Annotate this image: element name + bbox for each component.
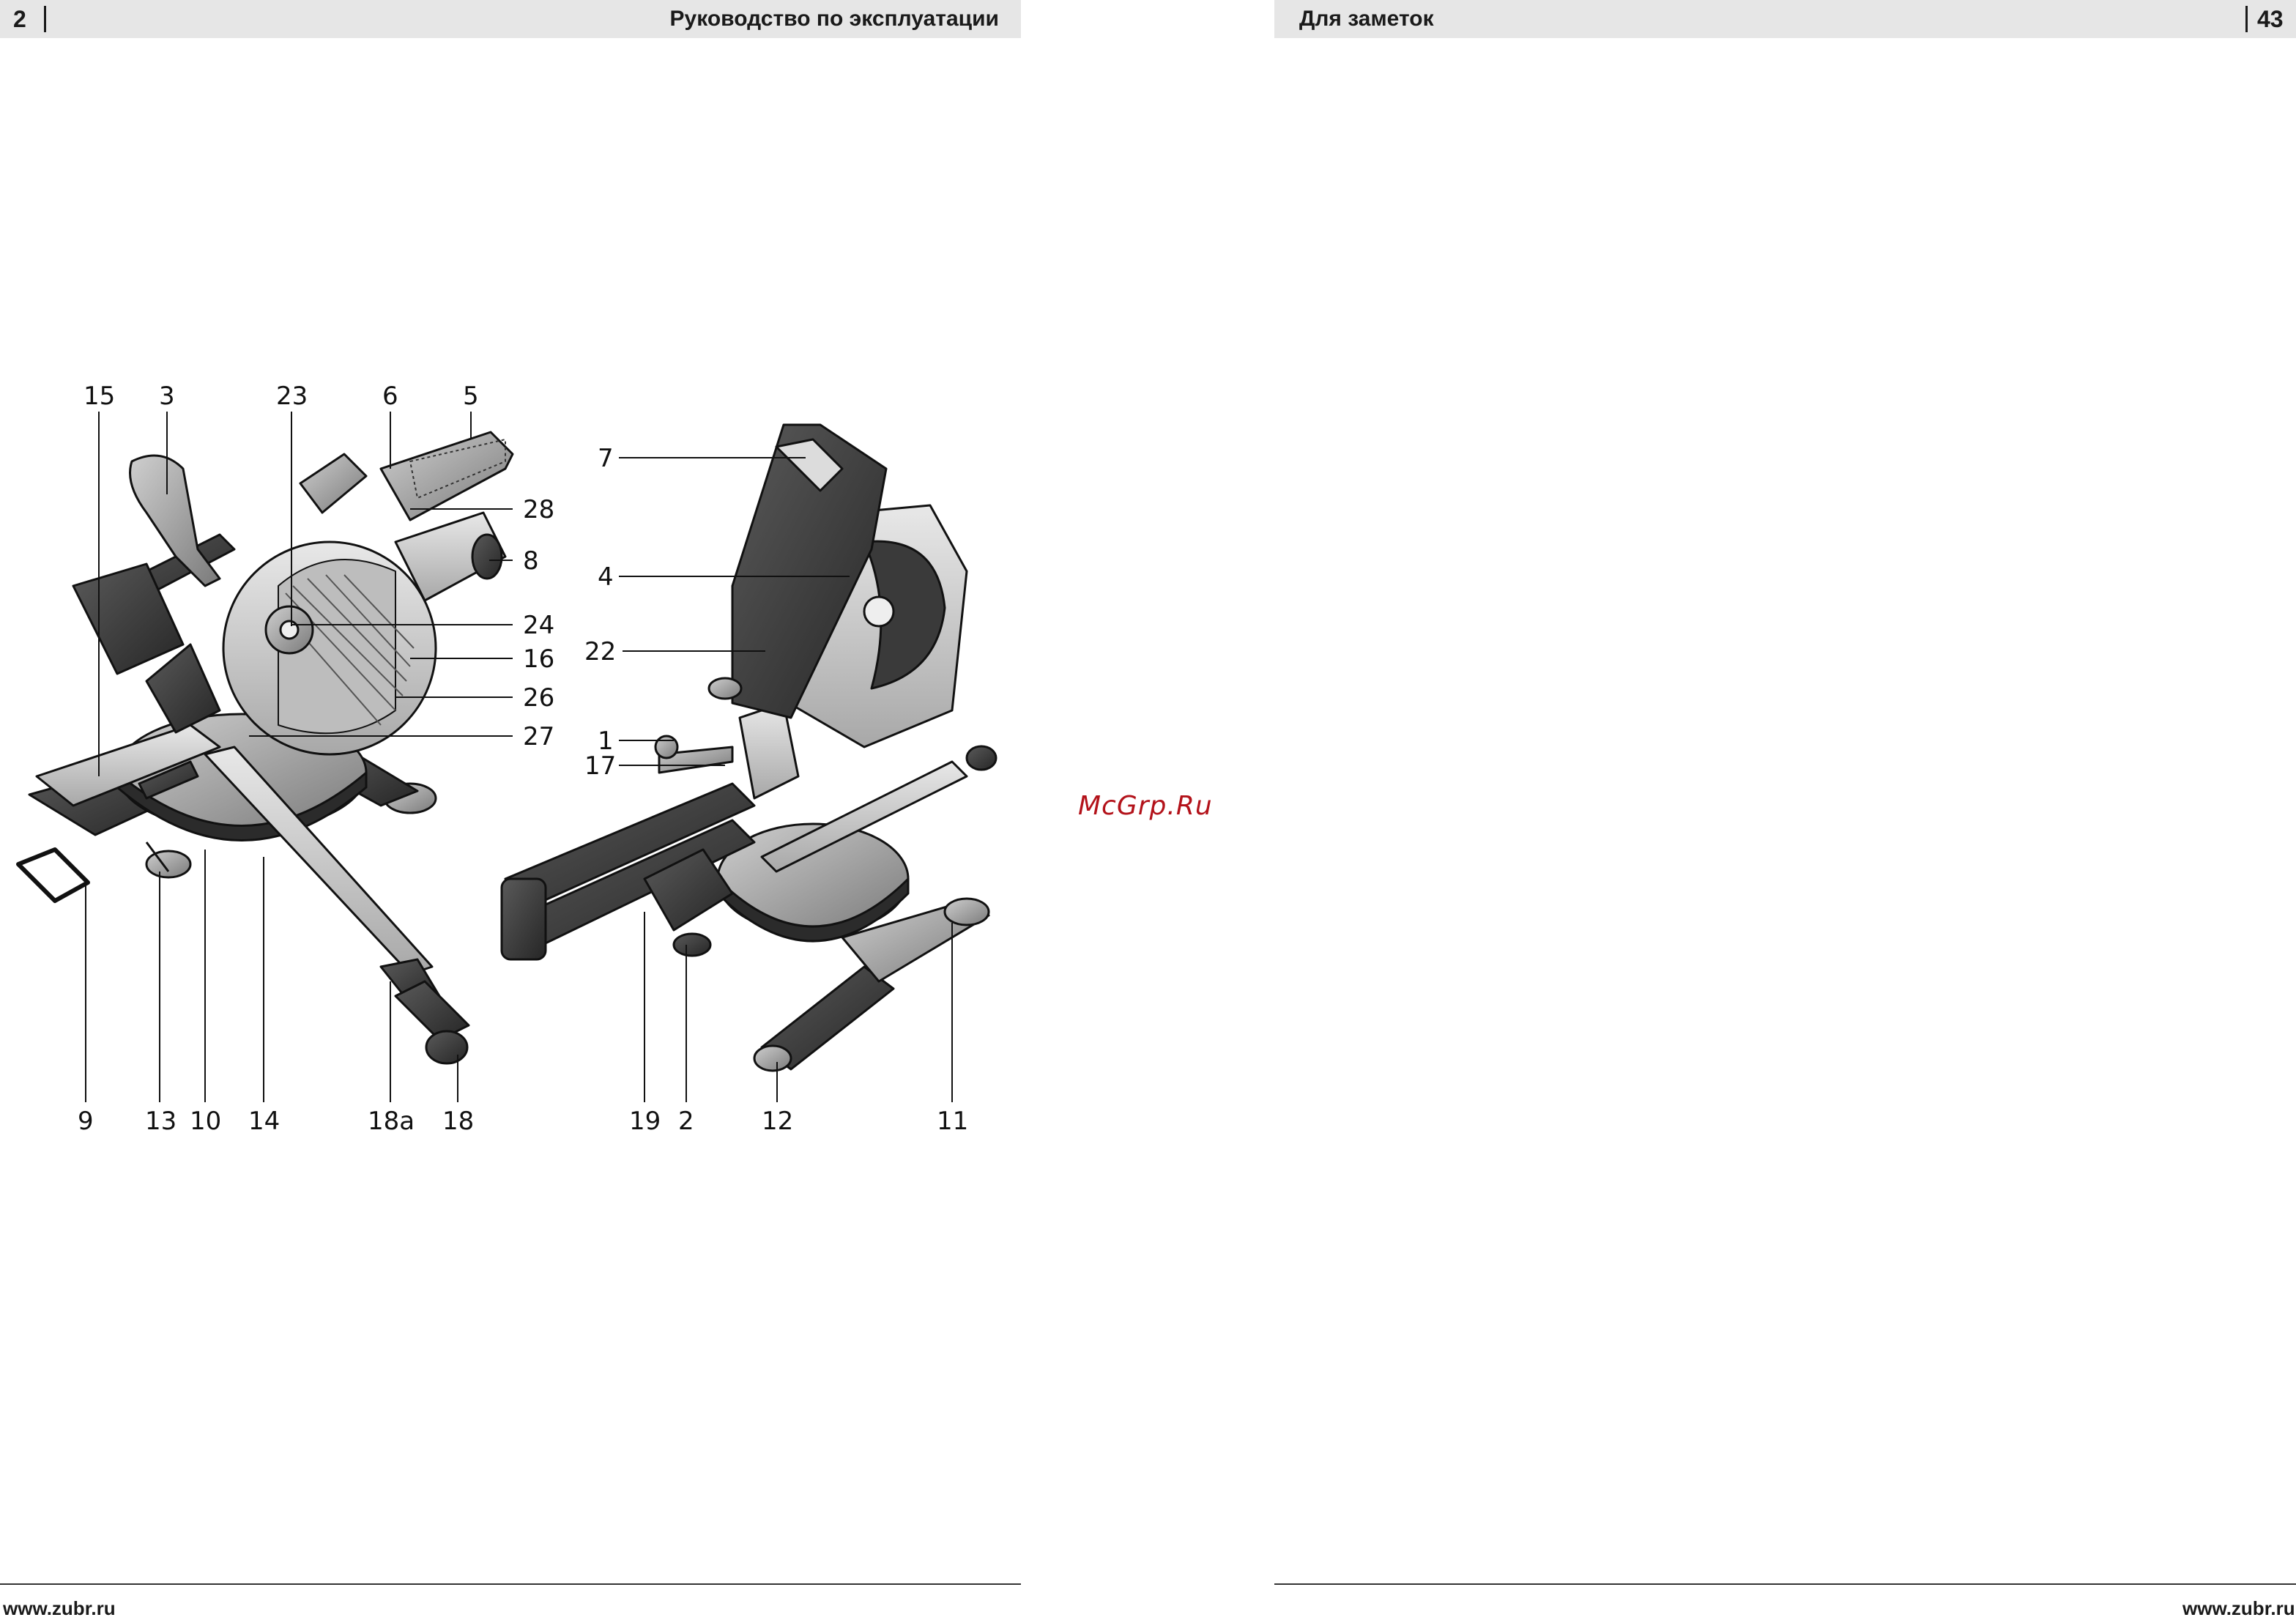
label-22: 22 (584, 637, 616, 666)
right-page-title: Для заметок (1299, 3, 1434, 35)
label-13: 13 (145, 1107, 177, 1136)
right-page-number: 43 (2257, 3, 2284, 35)
right-footer-url[interactable]: www.zubr.ru (2182, 1597, 2295, 1620)
right-page-header: Для заметок 43 (1274, 0, 2296, 38)
label-9: 9 (78, 1107, 94, 1136)
label-28: 28 (523, 495, 554, 524)
left-page-number: 2 (13, 3, 26, 35)
label-14: 14 (248, 1107, 280, 1136)
label-10: 10 (190, 1107, 221, 1136)
left-page-title: Руководство по эксплуатации (670, 3, 999, 35)
label-24: 24 (523, 611, 554, 640)
label-11: 11 (937, 1107, 968, 1136)
miter-saw-figure: 15 3 23 6 5 28 8 24 16 26 27 9 13 10 14 … (0, 366, 1025, 1157)
label-6: 6 (382, 382, 398, 411)
label-8: 8 (523, 546, 539, 576)
header-separator (2245, 6, 2248, 32)
label-5: 5 (463, 382, 479, 411)
label-17: 17 (584, 751, 616, 781)
right-footer-rule (1274, 1583, 2296, 1585)
label-26: 26 (523, 683, 554, 713)
watermark[interactable]: McGrp.Ru (1078, 791, 1213, 821)
label-19: 19 (629, 1107, 661, 1136)
label-18a: 18a (368, 1107, 415, 1136)
left-footer-rule (0, 1583, 1021, 1585)
label-16: 16 (523, 644, 554, 674)
label-15: 15 (83, 382, 115, 411)
label-7: 7 (598, 444, 614, 473)
label-3: 3 (159, 382, 175, 411)
saw-front-view (18, 432, 513, 1063)
label-23: 23 (276, 382, 308, 411)
label-2: 2 (678, 1107, 694, 1136)
label-27: 27 (523, 722, 554, 751)
label-4: 4 (598, 562, 614, 592)
label-18: 18 (442, 1107, 474, 1136)
left-page-header: 2 Руководство по эксплуатации (0, 0, 1021, 38)
saw-rear-view (502, 425, 996, 1071)
label-12: 12 (762, 1107, 793, 1136)
header-separator (44, 6, 46, 32)
left-footer-url[interactable]: www.zubr.ru (3, 1597, 116, 1620)
